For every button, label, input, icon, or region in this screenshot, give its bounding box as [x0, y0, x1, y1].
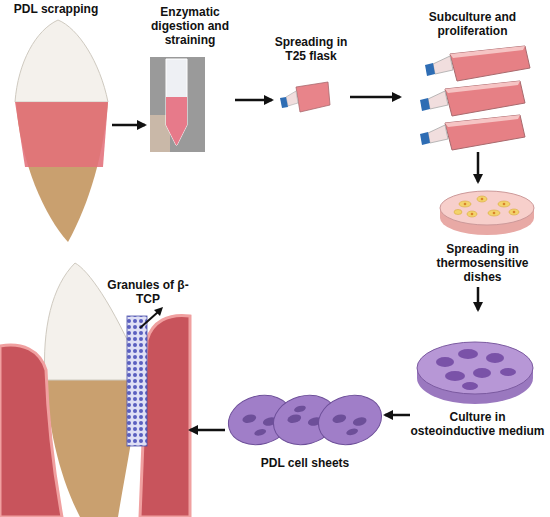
flow-arrow: [235, 99, 272, 102]
step-label: Spreading in thermosensitive dishes: [420, 242, 545, 284]
step-label: PDL scrapping: [0, 2, 112, 16]
stage-node: Subculture and proliferation: [400, 2, 545, 152]
stage-node: Culture in osteoinductive medium: [410, 310, 545, 460]
flow-arrow: [350, 96, 400, 99]
step-label: Granules of β-TCP: [106, 278, 190, 306]
flow-arrow: [190, 429, 225, 432]
flow-arrow: [477, 287, 480, 310]
stage-node: Granules of β-TCP: [0, 258, 190, 517]
tooth-illustration: [15, 20, 108, 242]
flow-arrow: [477, 152, 480, 182]
step-label: Subculture and proliferation: [400, 10, 545, 38]
stage-node: PDL cell sheets: [225, 388, 385, 478]
stage-node: Spreading in T25 flask: [272, 5, 350, 115]
osteoinductive-dish: [417, 342, 533, 404]
thermosensitive-dish: [440, 191, 534, 235]
step-label: Spreading in T25 flask: [272, 35, 350, 63]
flask-stack: [420, 46, 530, 150]
step-label: PDL cell sheets: [225, 456, 385, 470]
stage-node: PDL scrapping: [0, 2, 112, 245]
cell-sheets: [223, 389, 387, 452]
tube-photo: [150, 57, 205, 152]
t25-flask: [280, 82, 330, 112]
step-label: Enzymatic digestion and straining: [145, 5, 235, 47]
flow-arrow: [112, 124, 145, 127]
step-label: Culture in osteoinductive medium: [410, 410, 545, 438]
implanted-tooth: [0, 263, 190, 517]
stage-node: Enzymatic digestion and straining: [145, 5, 235, 155]
flow-arrow: [385, 414, 410, 417]
stage-node: Spreading in thermosensitive dishes: [420, 182, 545, 287]
